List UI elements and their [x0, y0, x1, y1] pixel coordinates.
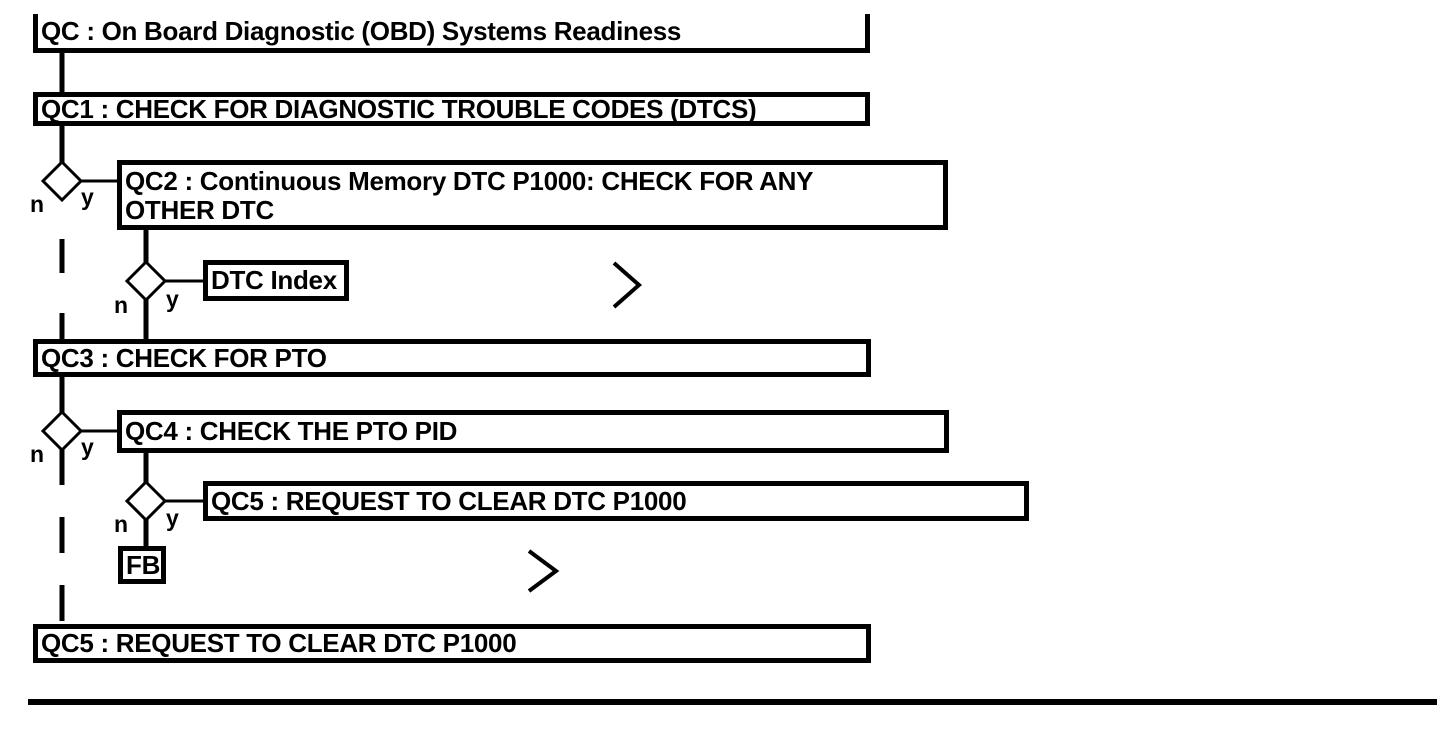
branch-label-yes-2: y — [166, 286, 179, 312]
branch-label-no-3: n — [30, 441, 45, 467]
node-qc: QC : On Board Diagnostic (OBD) Systems R… — [33, 14, 870, 53]
node-qc3: QC3 : CHECK FOR PTO — [33, 339, 871, 377]
node-qc2-line2: OTHER DTC — [125, 195, 274, 225]
decision-diamond-3 — [40, 409, 84, 453]
chevron-right-icon — [527, 549, 560, 593]
node-qc2: QC2 : Continuous Memory DTC P1000: CHECK… — [117, 160, 948, 230]
node-qc1: QC1 : CHECK FOR DIAGNOSTIC TROUBLE CODES… — [33, 92, 870, 126]
branch-label-no-4: n — [114, 511, 129, 537]
node-qc5-branch: QC5 : REQUEST TO CLEAR DTC P1000 — [203, 481, 1029, 521]
decision-diamond-2 — [124, 259, 168, 303]
branch-label-no-2: n — [114, 292, 129, 318]
node-qc2-line1: QC2 : Continuous Memory DTC P1000: CHECK… — [125, 166, 814, 196]
branch-label-yes-3: y — [81, 434, 94, 460]
node-fb: FB — [118, 546, 166, 584]
chevron-right-icon — [612, 261, 643, 309]
node-qc5: QC5 : REQUEST TO CLEAR DTC P1000 — [33, 624, 871, 663]
decision-diamond-1 — [40, 159, 84, 203]
node-dtc-index: DTC Index — [203, 260, 349, 301]
node-qc4: QC4 : CHECK THE PTO PID — [117, 410, 949, 453]
branch-label-yes-1: y — [81, 184, 94, 210]
branch-label-no-1: n — [30, 191, 45, 217]
decision-diamond-4 — [124, 479, 168, 523]
branch-label-yes-4: y — [166, 505, 179, 531]
